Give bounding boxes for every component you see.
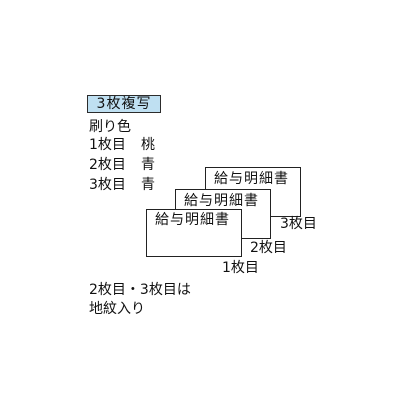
sheet-3-caption: 3枚目 [280, 216, 317, 232]
print-color-row-3-color: 青 [141, 177, 155, 193]
print-color-row-1-sheet: 1枚目 [89, 137, 126, 153]
sheet-3-title: 給与明細書 [214, 171, 289, 187]
print-color-row-1-color: 桃 [141, 137, 155, 153]
print-color-row-2-sheet: 2枚目 [89, 157, 126, 173]
sheet-2-caption: 2枚目 [250, 240, 287, 256]
sheet-2-title: 給与明細書 [184, 193, 259, 209]
sheet-1-title: 給与明細書 [155, 212, 230, 228]
note-line-1: 2枚目・3枚目は [89, 282, 191, 298]
print-color-row-3-sheet: 3枚目 [89, 177, 126, 193]
note-line-2: 地紋入り [89, 301, 145, 317]
print-color-row-2-color: 青 [141, 157, 155, 173]
sheet-1: 給与明細書 [146, 209, 242, 257]
print-color-heading: 刷り色 [89, 119, 131, 135]
copy-count-badge: 3枚複写 [87, 95, 161, 113]
sheet-1-caption: 1枚目 [222, 260, 259, 276]
